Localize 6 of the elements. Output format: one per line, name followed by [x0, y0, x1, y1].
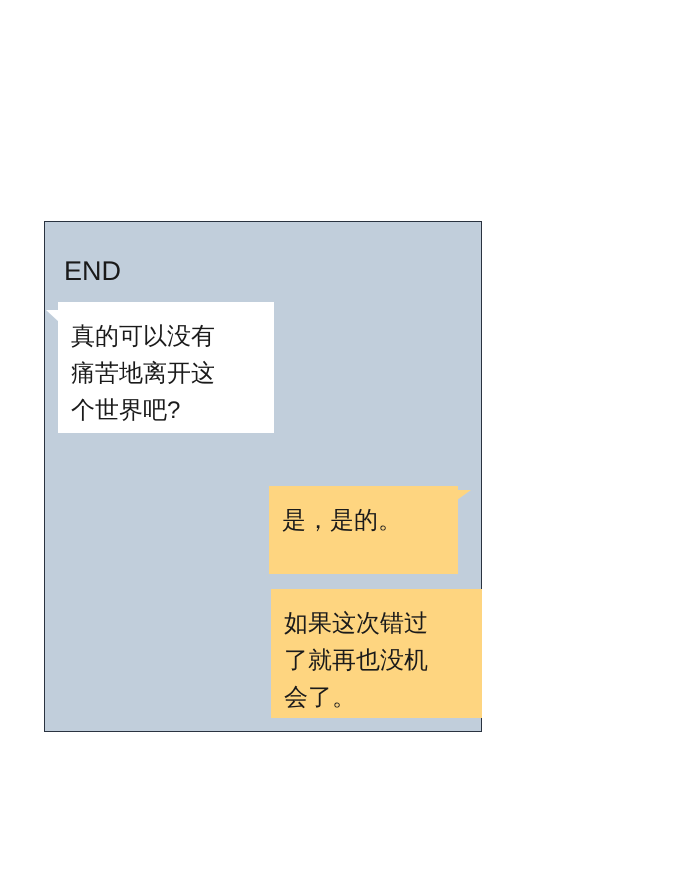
- speech-text: 真的可以没有痛苦地离开这个世界吧?: [71, 322, 216, 426]
- panel: [44, 221, 482, 732]
- speech-text: 如果这次错过了就再也没机会了。: [284, 609, 429, 713]
- speech-text: 是，是的。: [282, 506, 403, 536]
- heading: END: [64, 258, 122, 285]
- speech-bubble: [271, 589, 482, 718]
